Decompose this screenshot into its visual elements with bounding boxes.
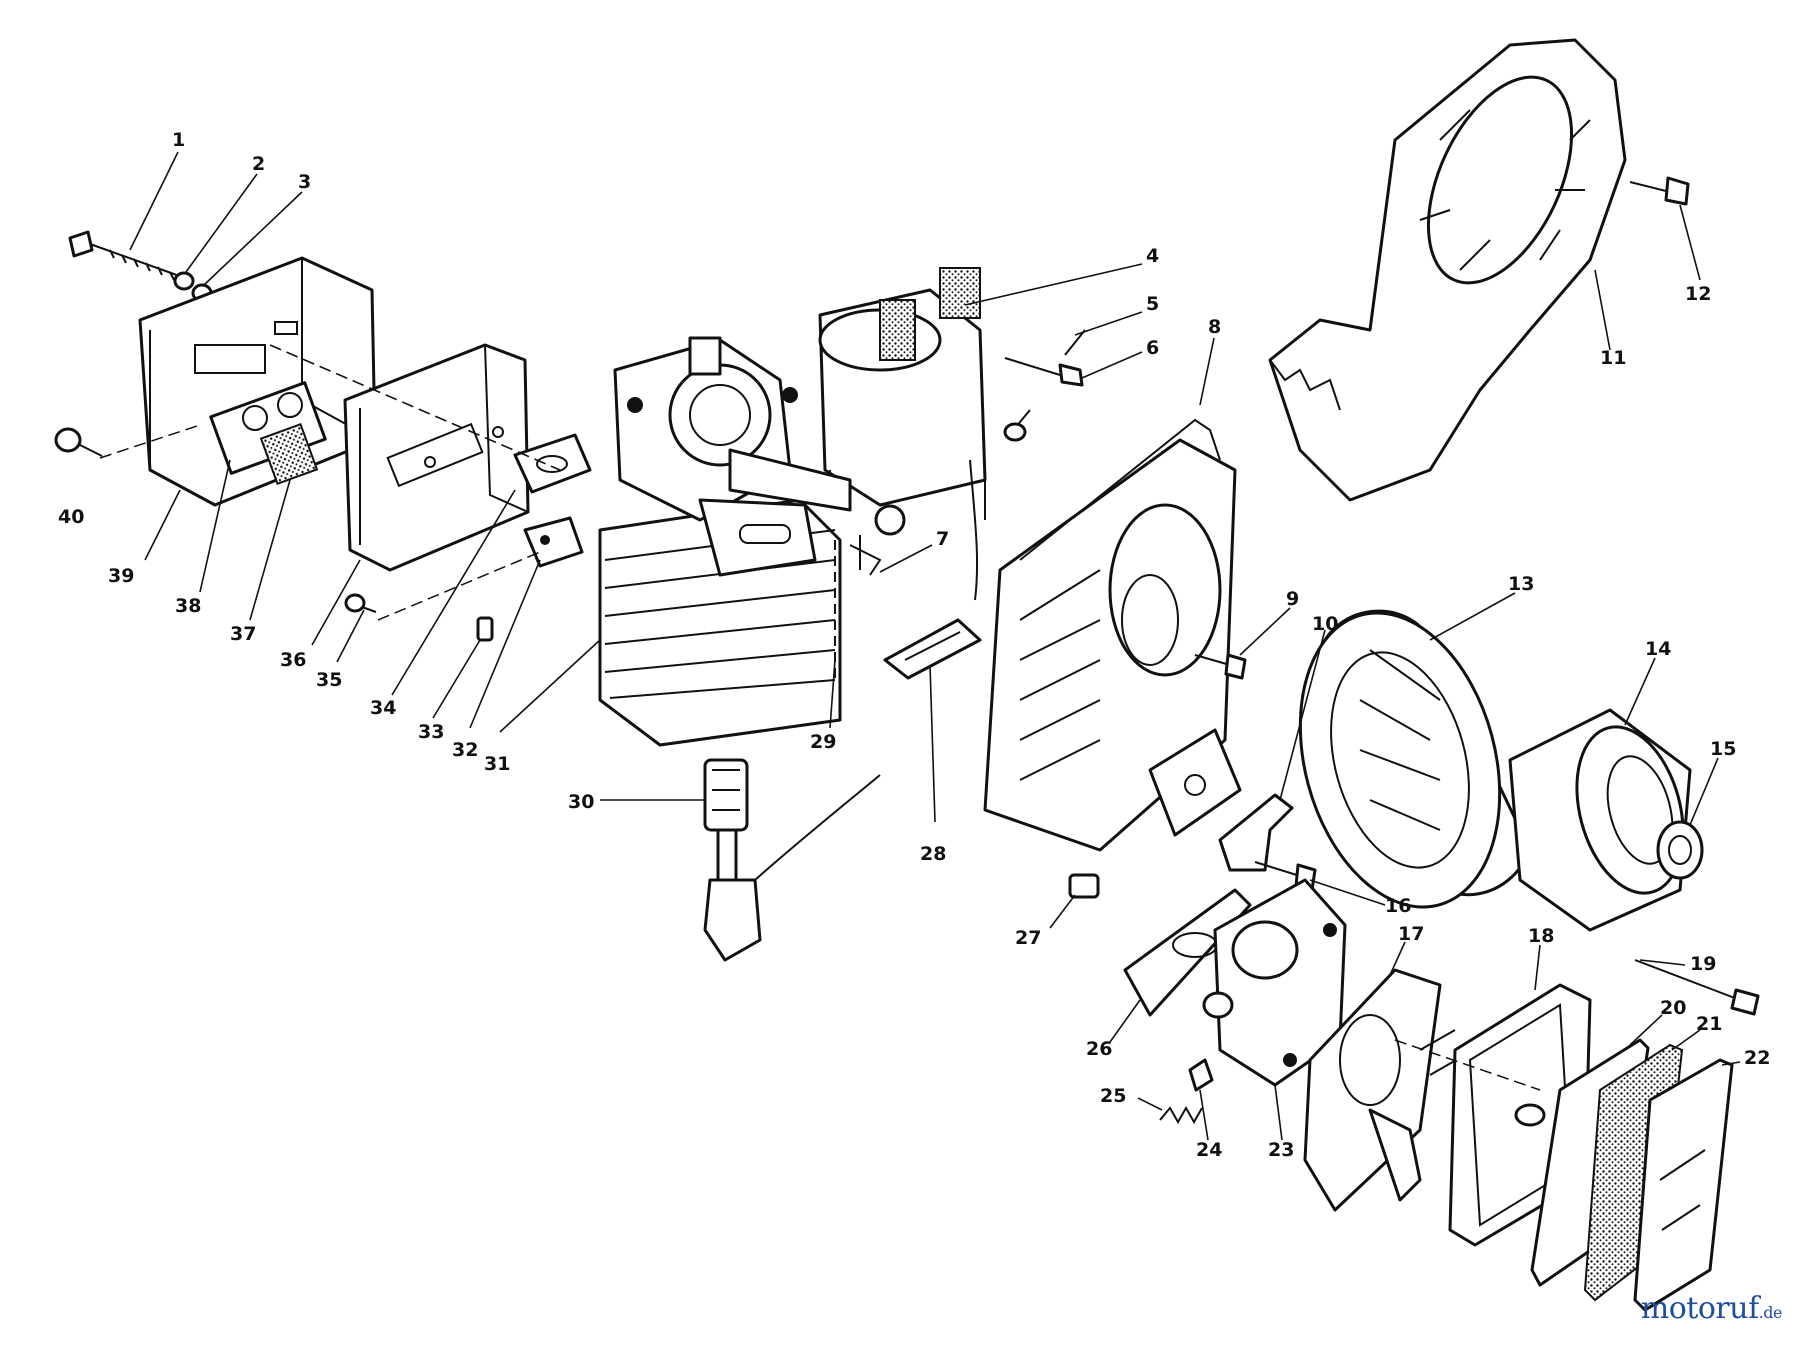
label-14: 14 [1645,638,1671,660]
part-30-spark-plug [703,758,881,962]
part-19-bolt [1634,959,1760,1016]
label-17: 17 [1398,923,1424,945]
label-27: 27 [1015,927,1041,949]
label-23: 23 [1268,1139,1294,1161]
label-10: 10 [1312,613,1338,635]
part-27-plug [1068,873,1100,899]
part-39-muffler-cover [138,256,377,507]
label-40: 40 [58,506,84,528]
part-28-gasket [883,618,982,680]
label-24: 24 [1196,1139,1222,1161]
label-12: 12 [1685,283,1711,305]
label-1: 1 [172,129,185,151]
assembly-line-4 [1394,1039,1541,1091]
label-32: 32 [452,739,478,761]
part-1-screw [68,230,186,281]
part-9-screw [1194,653,1247,680]
watermark-logo: motoruf.de [1640,1291,1783,1326]
label-19: 19 [1690,953,1716,975]
label-29: 29 [810,731,836,753]
part-23-carburetor [1202,878,1347,1087]
label-13: 13 [1508,573,1534,595]
label-11: 11 [1600,347,1626,369]
part-34-gasket [513,433,592,494]
label-36: 36 [280,649,306,671]
label-33: 33 [418,721,444,743]
part-35-screw [344,593,377,613]
part-24-screw [1188,1058,1214,1092]
label-21: 21 [1696,1013,1722,1035]
assembly-line-2 [269,344,561,471]
part-36-muffler-body [343,343,530,572]
part-crankshaft [728,448,906,536]
callout-labels: 1 2 3 4 5 6 7 8 9 10 11 12 13 14 15 16 1… [58,129,1770,1161]
part-32-clamp [523,516,584,568]
label-25: 25 [1100,1085,1126,1107]
label-26: 26 [1086,1038,1112,1060]
part-12-screw [1629,176,1690,206]
part-25-spring [1159,1105,1203,1125]
part-2-washer [173,271,195,291]
part-14-clutch-drum [1508,708,1692,932]
label-15: 15 [1710,738,1736,760]
label-20: 20 [1660,997,1686,1019]
label-39: 39 [108,565,134,587]
label-35: 35 [316,669,342,691]
label-4: 4 [1146,245,1159,267]
label-9: 9 [1286,588,1299,610]
label-6: 6 [1146,337,1159,359]
leader-lines [129,151,1741,1141]
part-40-screw [54,427,103,457]
part-33-bolt [476,616,494,642]
label-28: 28 [920,843,946,865]
part-31-cylinder [598,336,842,747]
label-3: 3 [298,171,311,193]
part-8-crankcase [983,418,1242,852]
assembly-line-3 [377,551,541,621]
label-18: 18 [1528,925,1554,947]
watermark-suffix: .de [1758,1303,1783,1322]
label-31: 31 [484,753,510,775]
part-10-bracket [1218,793,1294,872]
label-7: 7 [936,528,949,550]
label-22: 22 [1744,1047,1770,1069]
part-7-key [849,535,882,576]
part-22-filter-cover [1633,1058,1734,1312]
label-34: 34 [370,697,396,719]
label-37: 37 [230,623,256,645]
label-8: 8 [1208,316,1221,338]
label-2: 2 [252,153,265,175]
part-13-flywheel [1298,609,1532,909]
part-37-screen-mesh [259,422,319,486]
label-5: 5 [1146,293,1159,315]
part-15-nut [1656,820,1704,880]
watermark-main: motoruf [1640,1291,1759,1326]
part-6-screw [1004,357,1084,387]
part-17-diaphragm [1303,968,1466,1212]
label-30: 30 [568,791,594,813]
part-5-wire [1003,329,1086,442]
label-38: 38 [175,595,201,617]
part-11-fan-housing [1268,38,1627,502]
label-16: 16 [1385,895,1411,917]
part-4-ignition-coil [818,267,987,601]
